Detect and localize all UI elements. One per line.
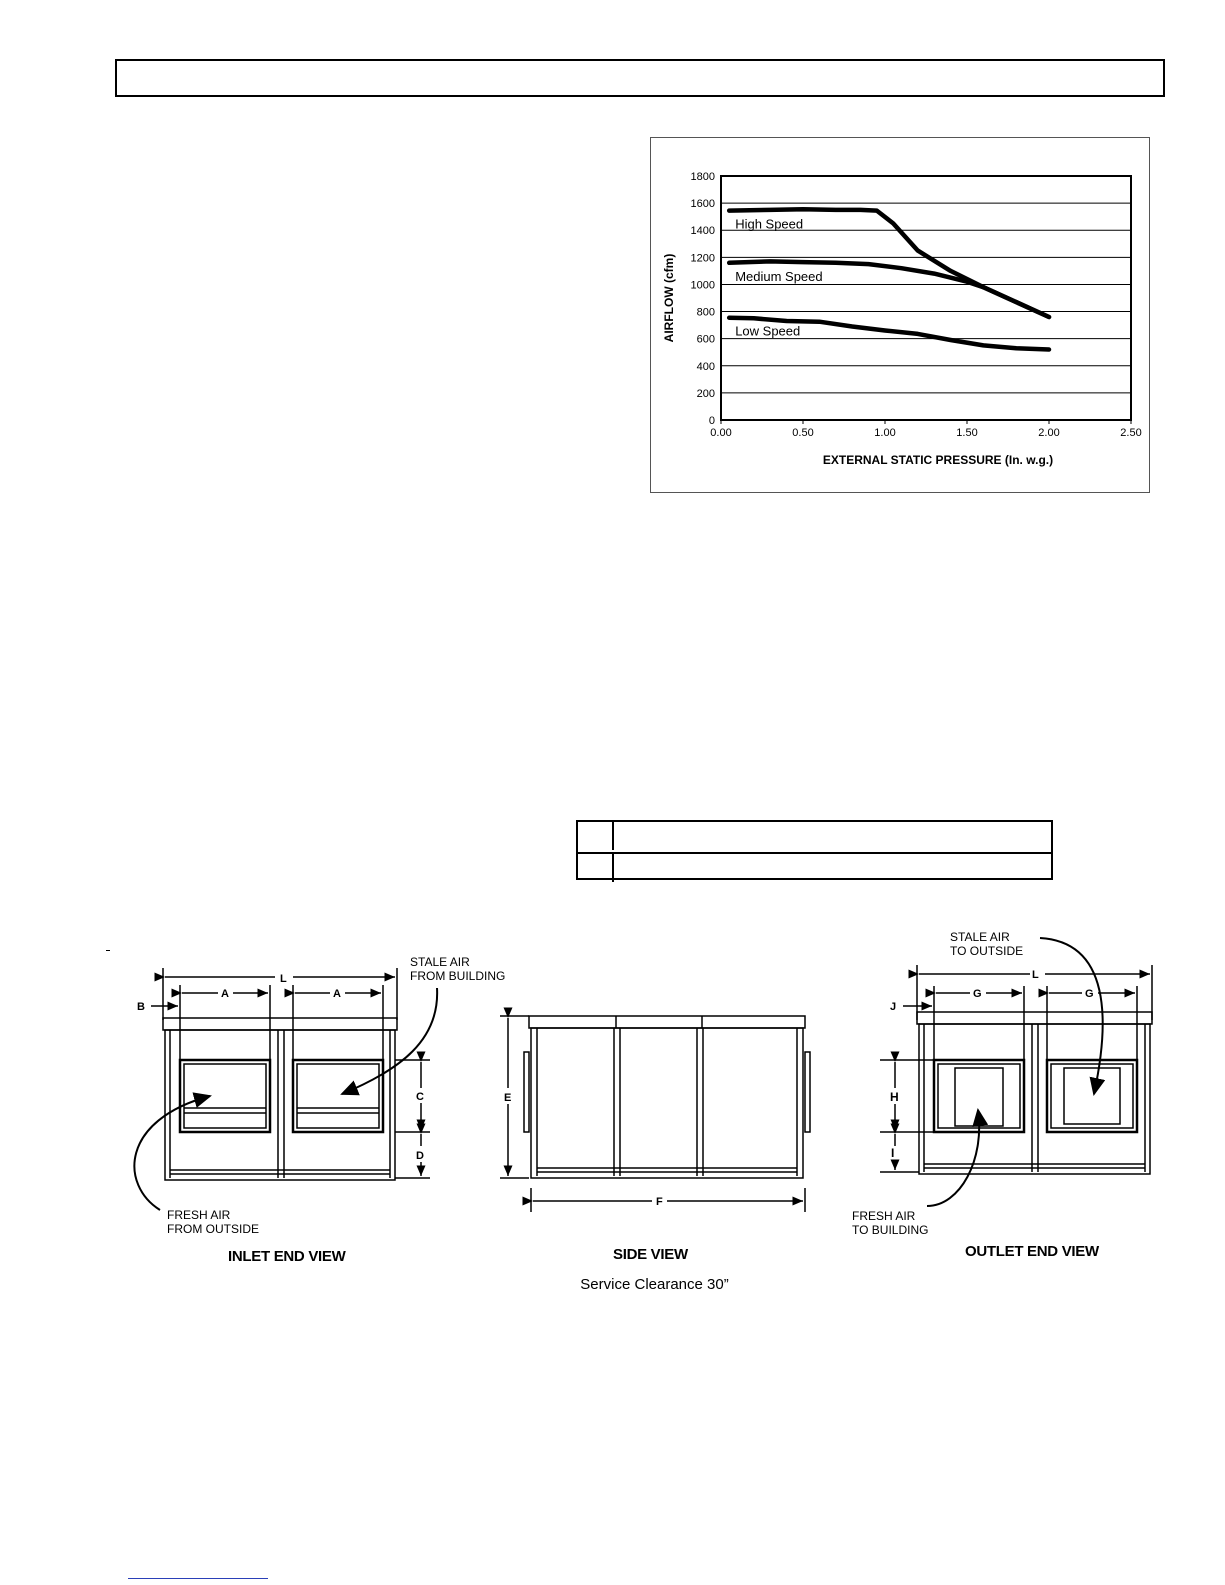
outlet-dim-g: G [973, 988, 982, 1000]
inlet-stale-air-label: FROM BUILDING [410, 969, 505, 983]
y-tick-label: 600 [697, 334, 715, 346]
y-tick-label: 400 [697, 361, 715, 373]
series-label: High Speed [735, 217, 803, 232]
x-tick-label: 1.00 [874, 427, 895, 439]
outlet-fresh-air-label: TO BUILDING [852, 1223, 928, 1237]
x-axis-label: EXTERNAL STATIC PRESSURE (In. w.g.) [823, 453, 1053, 467]
series-line [726, 259, 1052, 320]
service-clearance-note: Service Clearance 30” [580, 1276, 729, 1293]
inlet-fresh-air-label: FRESH AIR [167, 1208, 231, 1222]
inlet-dim-c: C [416, 1091, 424, 1103]
inlet-fresh-air-label: FROM OUTSIDE [167, 1222, 259, 1236]
inlet-stale-air-label: STALE AIR [410, 955, 470, 969]
spec-table-row [578, 822, 1051, 850]
side-view [500, 1007, 811, 1212]
header-box [115, 59, 1165, 97]
outlet-dim-i: I [891, 1146, 894, 1160]
outlet-stale-air-label: STALE AIR [950, 930, 1010, 944]
spec-table-row [578, 852, 1051, 882]
airflow-chart: 0 200 400 600 800 1000 1200 1400 1600 1800 0.00 0.5… [650, 137, 1150, 493]
inlet-dim-a: A [221, 988, 229, 1000]
airflow-chart-svg: 0 200 400 600 800 1000 1200 1400 1600 1800 0.00 0.5… [662, 171, 1142, 467]
footer-link-underline [128, 1578, 268, 1580]
inlet-end-view [133, 968, 439, 1211]
x-tick-label: 1.50 [956, 427, 977, 439]
x-tick-label: 2.50 [1120, 427, 1141, 439]
x-tick-label: 0.50 [792, 427, 813, 439]
outlet-end-view [880, 937, 1153, 1207]
x-tick-label: 2.00 [1038, 427, 1059, 439]
series-label: Medium Speed [735, 269, 822, 284]
y-tick-label: 200 [697, 388, 715, 400]
stray-mark [106, 950, 110, 951]
y-tick-label: 1600 [691, 198, 715, 210]
outlet-dim-l: L [1032, 969, 1039, 981]
y-axis-label: AIRFLOW (cfm) [662, 254, 676, 343]
y-tick-label: 1200 [691, 252, 715, 264]
unit-dimension-drawings: L A A B C D STALE AIR FROM BUILDING FRES… [133, 930, 1153, 1237]
spec-table [576, 820, 1053, 882]
inlet-dim-d: D [416, 1150, 424, 1162]
spec-table-cell [578, 854, 614, 882]
outlet-stale-air-label: TO OUTSIDE [950, 944, 1023, 958]
side-dim-f: F [656, 1196, 663, 1208]
y-tick-label: 1000 [691, 279, 715, 291]
y-tick-label: 1800 [691, 171, 715, 183]
y-tick-label: 0 [709, 415, 715, 427]
y-tick-label: 800 [697, 307, 715, 319]
outlet-view-caption: OUTLET END VIEW [965, 1243, 1099, 1260]
side-dim-e: E [504, 1092, 511, 1104]
inlet-dim-l: L [280, 973, 287, 985]
series-label: Low Speed [735, 324, 800, 339]
spec-table-cell [578, 822, 614, 850]
outlet-dim-h: H [890, 1090, 899, 1104]
inlet-dim-b: B [137, 1001, 145, 1013]
inlet-view-caption: INLET END VIEW [228, 1248, 346, 1265]
outlet-dim-j: J [890, 1001, 896, 1013]
outlet-fresh-air-label: FRESH AIR [852, 1209, 916, 1223]
side-view-caption: SIDE VIEW [613, 1246, 688, 1263]
outlet-dim-g: G [1085, 988, 1094, 1000]
y-tick-label: 1400 [691, 225, 715, 237]
plot-frame [720, 175, 1132, 421]
inlet-dim-a: A [333, 988, 341, 1000]
series-line [726, 315, 1052, 352]
x-tick-label: 0.00 [710, 427, 731, 439]
